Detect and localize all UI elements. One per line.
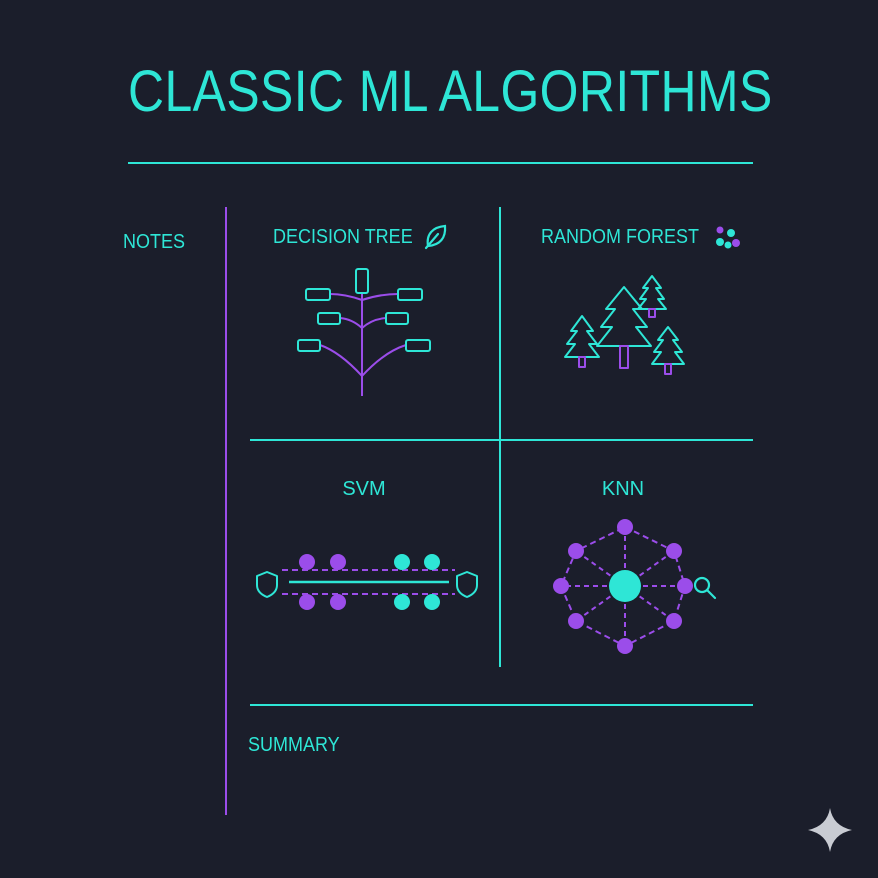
- tree-icon: [564, 315, 600, 368]
- page-title: CLASSIC ML ALGORITHMS: [128, 59, 773, 124]
- random-forest-illustration: [564, 275, 685, 375]
- tree-icon: [651, 326, 685, 375]
- shield-icon: [456, 571, 478, 598]
- cluster-dots-icon: [716, 226, 740, 249]
- tree-node: [405, 339, 431, 352]
- svm-points: [299, 554, 440, 610]
- tree-node: [297, 339, 321, 352]
- random-forest-label: RANDOM FOREST: [541, 226, 700, 248]
- sidebar-label-notes: NOTES: [123, 231, 186, 253]
- tree-icon: [596, 286, 652, 369]
- tree-icon: [637, 275, 667, 318]
- knn-label: KNN: [601, 478, 645, 500]
- sparkle-icon: [808, 808, 852, 852]
- leaf-icon: [424, 224, 447, 250]
- tree-node: [355, 268, 369, 294]
- shield-icon: [256, 571, 278, 598]
- knn-illustration: [553, 519, 717, 654]
- tree-node: [385, 312, 409, 325]
- tree-node: [317, 312, 341, 325]
- decision-tree-illustration: [297, 268, 431, 396]
- svm-label: SVM: [342, 478, 386, 500]
- tree-node: [305, 288, 331, 301]
- summary-label: SUMMARY: [248, 734, 340, 756]
- magnifier-icon: [693, 576, 717, 600]
- svm-illustration: [256, 554, 478, 610]
- knn-query-point: [609, 570, 641, 602]
- knn-neighbor-points: [553, 519, 693, 654]
- decision-tree-label: DECISION TREE: [273, 226, 413, 248]
- tree-node: [397, 288, 423, 301]
